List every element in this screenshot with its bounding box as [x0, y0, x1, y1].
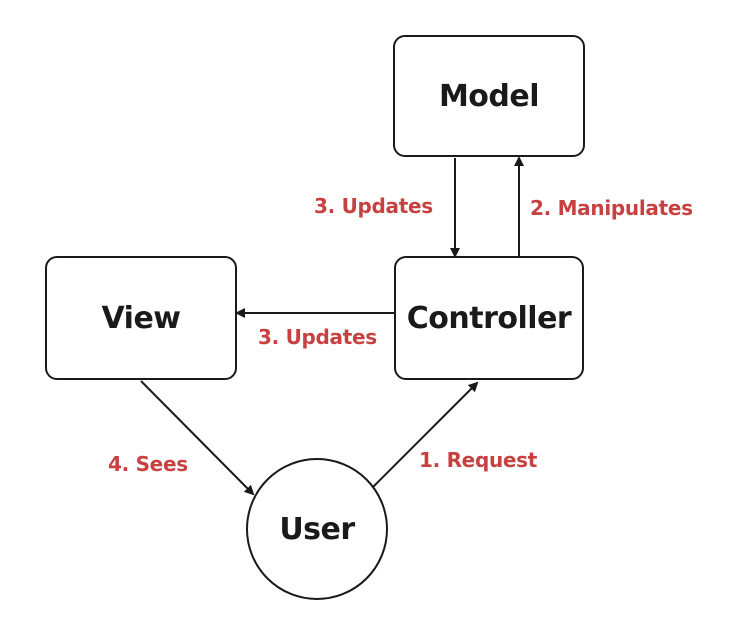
arrow-view-to-user: [140, 380, 255, 496]
user-label: User: [279, 511, 355, 547]
edge-label-model-to-controller: 3. Updates: [314, 194, 433, 218]
controller-node: Controller: [394, 256, 584, 380]
edge-label-user-to-controller: 1. Request: [419, 448, 538, 472]
edge-label-view-to-user: 4. Sees: [108, 452, 188, 476]
edge-label-controller-to-view: 3. Updates: [258, 325, 377, 349]
edge-label-controller-to-model: 2. Manipulates: [530, 196, 693, 220]
controller-label: Controller: [406, 300, 572, 336]
view-node: View: [45, 256, 237, 380]
arrow-user-to-controller: [372, 381, 479, 488]
model-label: Model: [438, 78, 540, 114]
model-node: Model: [393, 35, 585, 157]
user-node: User: [246, 458, 388, 600]
view-label: View: [101, 300, 181, 336]
